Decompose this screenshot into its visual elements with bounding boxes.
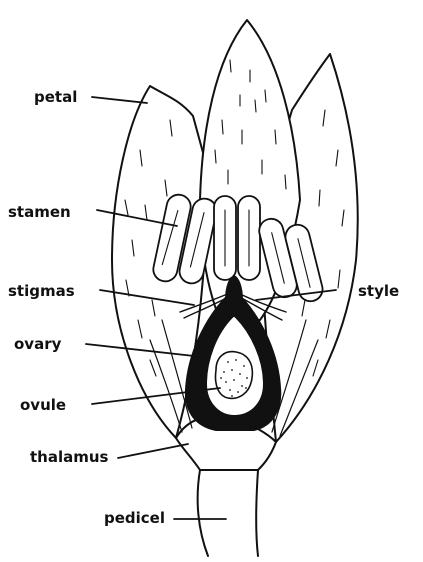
label-petal: petal: [34, 88, 77, 106]
label-ovule: ovule: [20, 396, 66, 414]
label-pedicel: pedicel: [104, 509, 165, 527]
label-thalamus: thalamus: [30, 448, 109, 466]
ovule: [216, 352, 253, 399]
leader-petal: [92, 97, 147, 103]
label-style: style: [358, 282, 399, 300]
pedicel: [198, 470, 258, 556]
label-stigmas: stigmas: [8, 282, 75, 300]
label-ovary: ovary: [14, 335, 62, 353]
leader-thalamus: [118, 444, 188, 458]
label-stamen: stamen: [8, 203, 71, 221]
